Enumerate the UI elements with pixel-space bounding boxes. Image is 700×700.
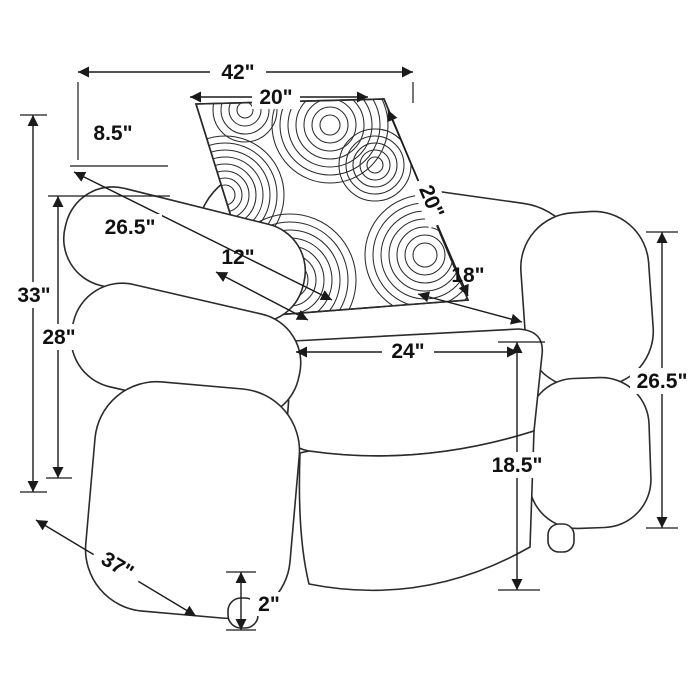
dim-label-arm-width: 12" [221,246,254,269]
dim-label-arm-top-height: 8.5" [93,122,132,145]
dim-overall-width: 42" [77,60,414,160]
dim-seat-back-depth: 18" [417,264,523,325]
dim-arm-width: 12" [215,246,309,321]
seat-base-front [298,429,535,592]
armchair-drawing [62,98,655,629]
dim-label-overall-width: 42" [221,61,254,84]
dim-label-arm-depth: 26.5" [105,216,156,239]
dim-arm-height: 28" [34,195,170,479]
dim-label-seat-back-depth: 18" [451,264,484,287]
dim-label-seat-width: 24" [391,340,424,363]
dim-label-back-height: 26.5" [637,370,688,393]
dim-seat-height: 18.5" [485,341,549,591]
right-foot [547,523,575,553]
dim-overall-height: 33" [8,114,60,493]
left-arm-base [84,380,301,620]
dim-back-height: 26.5" [630,231,694,529]
dim-arm-depth: 26.5" [73,171,333,301]
dim-label-arm-height: 28" [42,326,75,349]
dim-label-pillow-width: 20" [259,86,292,109]
dim-leg-height: 2" [226,571,288,631]
dim-label-overall-height: 33" [17,284,50,307]
dim-arm-top-height: 8.5" [70,122,168,167]
dim-seat-width: 24" [296,338,518,364]
dim-pillow-width: 20" [190,85,368,109]
dim-label-seat-height: 18.5" [492,454,543,477]
dim-label-leg-height: 2" [258,593,280,616]
